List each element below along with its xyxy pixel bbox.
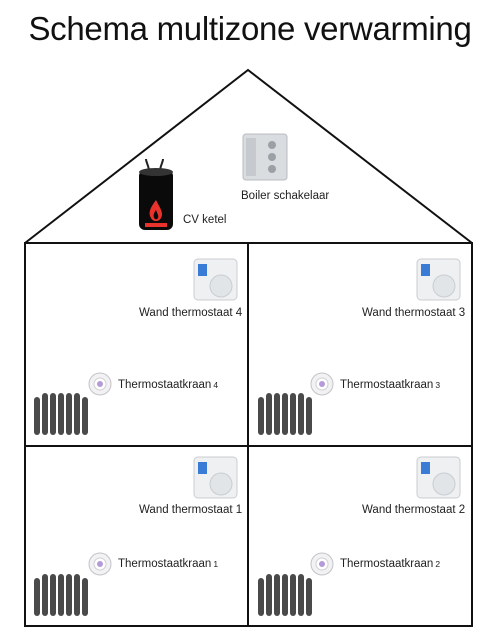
thermostatic-valve-icon xyxy=(88,552,112,576)
radiator-icon xyxy=(258,393,312,435)
wall-thermostat-icon xyxy=(193,258,238,301)
diagram-title: Schema multizone verwarming xyxy=(28,10,472,47)
boiler-label: CV ketel xyxy=(183,214,227,226)
wall-thermostat-icon xyxy=(416,258,461,301)
wall-thermostat-label: Wand thermostaat 2 xyxy=(362,504,466,516)
boiler-switch-label: Boiler schakelaar xyxy=(241,190,330,202)
boiler-icon xyxy=(139,158,173,230)
wall-thermostat-label: Wand thermostaat 4 xyxy=(139,307,243,319)
radiator-icon xyxy=(258,574,312,616)
wall-thermostat-label: Wand thermostaat 1 xyxy=(139,504,243,516)
radiator-icon xyxy=(34,393,88,435)
wall-thermostat-icon xyxy=(416,456,461,499)
thermostatic-valve-icon xyxy=(310,552,334,576)
wall-thermostat-icon xyxy=(193,456,238,499)
boiler-switch-icon xyxy=(242,133,288,181)
thermostatic-valve-icon xyxy=(310,372,334,396)
wall-thermostat-label: Wand thermostaat 3 xyxy=(362,307,466,319)
radiator-icon xyxy=(34,574,88,616)
thermostatic-valve-icon xyxy=(88,372,112,396)
